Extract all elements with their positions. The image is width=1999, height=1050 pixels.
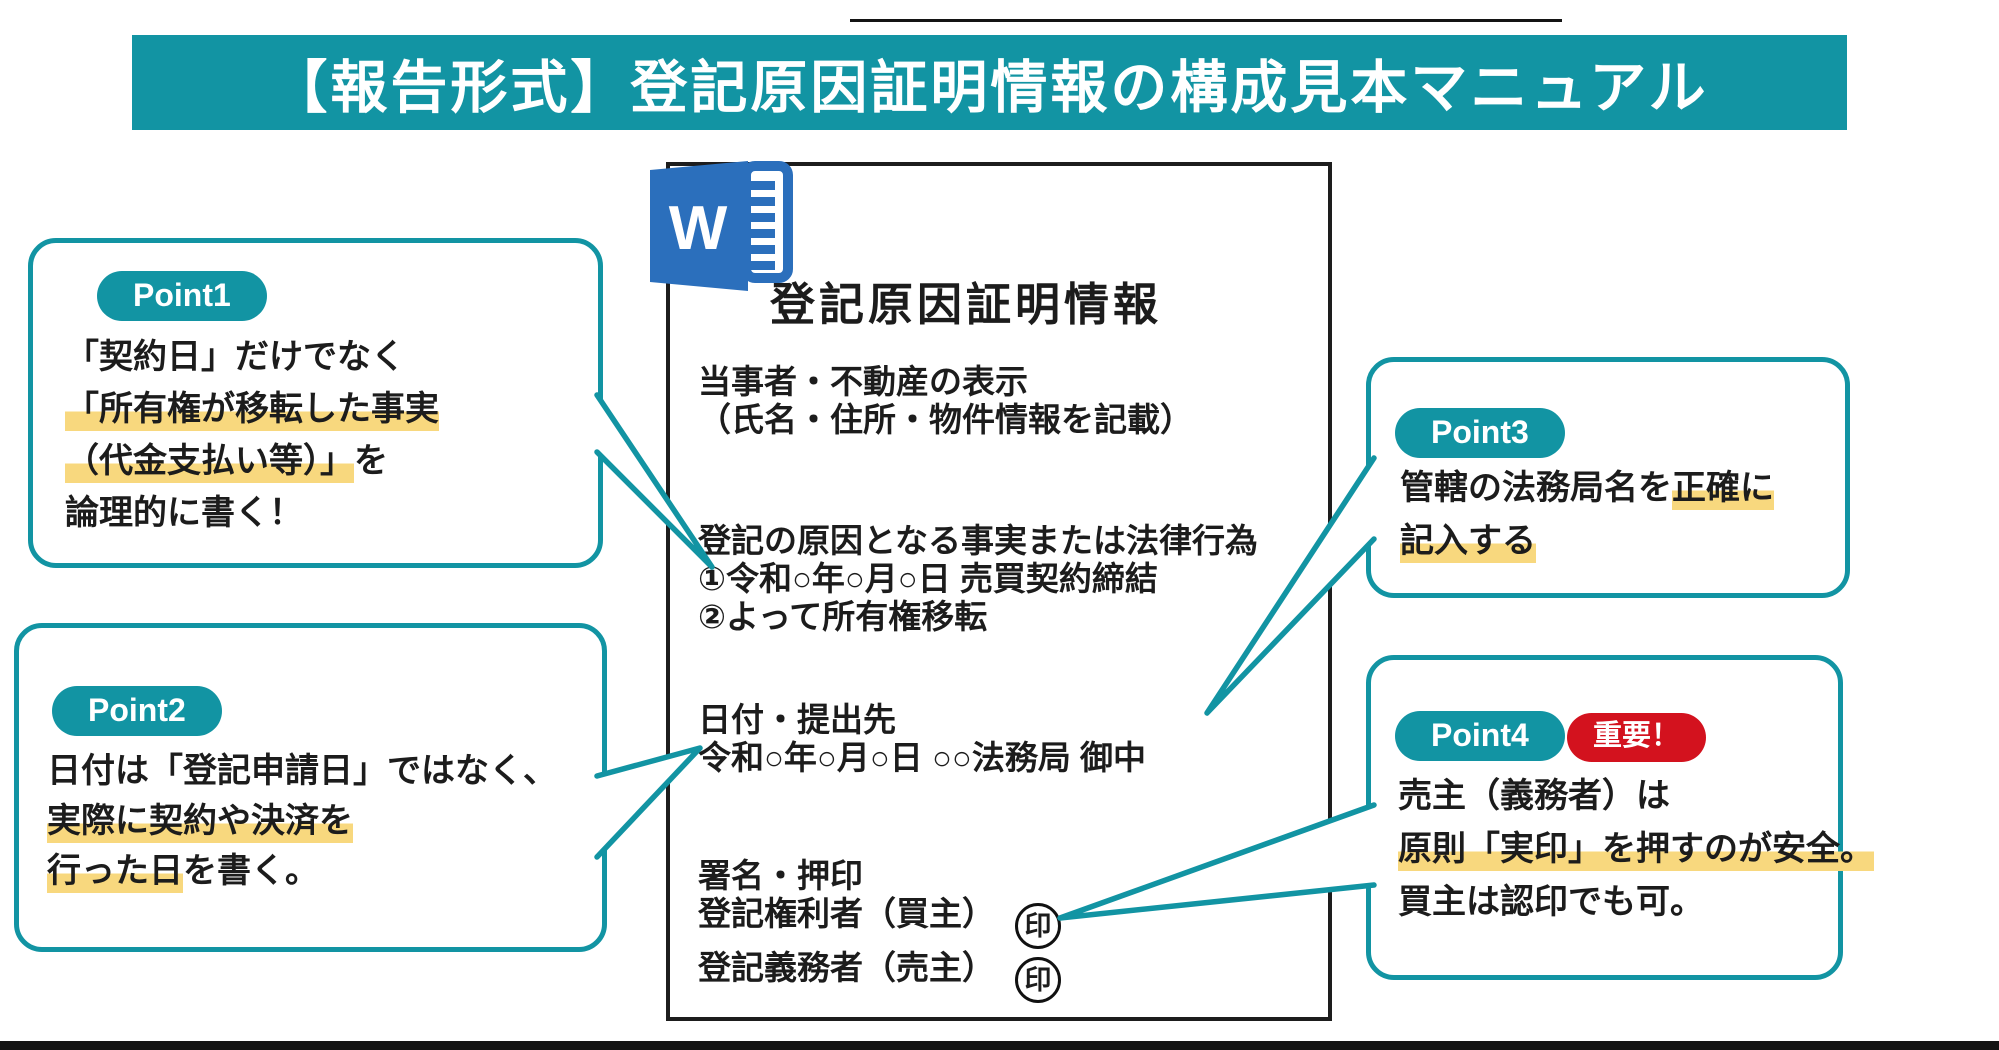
point1-badge: Point1 (97, 271, 267, 321)
plain-text: 登記の原因となる事実または法律行為 (698, 522, 1259, 559)
text-line: 日付・提出先 (698, 701, 1146, 739)
plain-text: を書く。 (183, 852, 319, 890)
plain-text: 管轄の法務局名を (1400, 469, 1672, 507)
title-banner: 【報告形式】登記原因証明情報の構成見本マニュアル (132, 35, 1847, 130)
plain-text: ①令和○年○月○日 売買契約締結 (698, 560, 1158, 597)
highlighted-text: 原則「実印」を押すのが安全。 (1398, 830, 1874, 871)
callout-point2: Point2 日付は「登記申請日」ではなく、実際に契約や決済を行った日を書く。 (14, 623, 607, 952)
bottom-rule (0, 1041, 1999, 1050)
text-line: ①令和○年○月○日 売買契約締結 (698, 560, 1258, 598)
text-line: ②よって所有権移転 (698, 598, 1258, 636)
point2-text: 日付は「登記申請日」ではなく、実際に契約や決済を行った日を書く。 (47, 746, 557, 896)
text-line: 売主（義務者）は (1398, 770, 1874, 823)
point3-text: 管轄の法務局名を正確に記入する (1400, 462, 1774, 568)
word-flag-shape (650, 161, 748, 291)
plain-text: ②よって所有権移転 (698, 598, 988, 635)
text-line: 令和○年○月○日 ○○法務局 御中 (698, 739, 1146, 777)
doc-section-signature: 署名・押印登記権利者（買主） 印登記義務者（売主） 印 (698, 857, 1061, 1003)
plain-text: 売主（義務者）は (1398, 777, 1670, 815)
text-line: 管轄の法務局名を正確に (1400, 462, 1774, 515)
word-logo-icon: W (646, 156, 794, 303)
text-line: 行った日を書く。 (47, 846, 557, 896)
text-line: 記入する (1400, 515, 1774, 568)
text-line: 論理的に書く！ (65, 487, 439, 539)
plain-text: 署名・押印 (698, 857, 863, 894)
text-line: 「所有権が移転した事実 (65, 383, 439, 435)
highlighted-text: 「所有権が移転した事実 (65, 390, 439, 431)
highlighted-text: 行った日 (47, 852, 183, 893)
plain-text: 日付は「登記申請日」ではなく、 (47, 752, 557, 790)
plain-text: （氏名・住所・物件情報を記載） (698, 401, 1193, 438)
word-page-lines (750, 181, 775, 270)
point3-badge: Point3 (1395, 408, 1565, 458)
point4-important-badge: 重要！ (1567, 713, 1707, 762)
highlighted-text: 記入する (1400, 522, 1536, 563)
text-line: 買主は認印でも可。 (1398, 876, 1874, 929)
text-line: 原則「実印」を押すのが安全。 (1398, 823, 1874, 876)
plain-text: 日付・提出先 (698, 701, 896, 738)
point4-text: 売主（義務者）は原則「実印」を押すのが安全。買主は認印でも可。 (1398, 770, 1874, 929)
page-title: 【報告形式】登記原因証明情報の構成見本マニュアル (270, 55, 1709, 120)
seal-stamp-icon: 印 (1015, 903, 1061, 949)
plain-text: 登記義務者（売主） (698, 949, 995, 986)
plain-text: 当事者・不動産の表示 (698, 363, 1028, 400)
point4-badge: Point4 (1395, 711, 1565, 761)
text-line: 当事者・不動産の表示 (698, 363, 1193, 401)
text-line: 「契約日」だけでなく (65, 331, 439, 383)
doc-section-date: 日付・提出先令和○年○月○日 ○○法務局 御中 (698, 701, 1146, 777)
callout-point4: Point4 重要！ 売主（義務者）は原則「実印」を押すのが安全。買主は認印でも… (1366, 655, 1874, 980)
point2-badge: Point2 (52, 686, 222, 736)
text-line: （代金支払い等）」を (65, 435, 439, 487)
text-line: 登記義務者（売主） 印 (698, 949, 1061, 1003)
callout-point1: Point1 「契約日」だけでなく「所有権が移転した事実（代金支払い等）」を論理… (28, 238, 603, 568)
document-title: 登記原因証明情報 (770, 279, 1163, 330)
plain-text: を (354, 442, 388, 480)
text-line: 日付は「登記申請日」ではなく、 (47, 746, 557, 796)
plain-text: 令和○年○月○日 ○○法務局 御中 (698, 739, 1146, 776)
plain-text: 論理的に書く！ (65, 494, 303, 532)
plain-text: 登記権利者（買主） (698, 895, 995, 932)
top-rule (850, 19, 1562, 22)
point1-text: 「契約日」だけでなく「所有権が移転した事実（代金支払い等）」を論理的に書く！ (65, 331, 439, 539)
text-line: 実際に契約や決済を (47, 796, 557, 846)
highlighted-text: （代金支払い等）」 (65, 442, 354, 483)
doc-section-parties: 当事者・不動産の表示（氏名・住所・物件情報を記載） (698, 363, 1193, 439)
highlighted-text: 正確に (1672, 469, 1774, 510)
word-letter: W (669, 194, 728, 263)
plain-text: 買主は認印でも可。 (1398, 883, 1704, 921)
highlighted-text: 実際に契約や決済を (47, 802, 353, 843)
text-line: 登記の原因となる事実または法律行為 (698, 522, 1258, 560)
text-line: （氏名・住所・物件情報を記載） (698, 401, 1193, 439)
text-line: 署名・押印 (698, 857, 1061, 895)
seal-stamp-icon: 印 (1015, 957, 1061, 1003)
callout-point3: Point3 管轄の法務局名を正確に記入する (1366, 357, 1850, 598)
text-line: 登記権利者（買主） 印 (698, 895, 1061, 949)
plain-text: 「契約日」だけでなく (65, 338, 405, 376)
